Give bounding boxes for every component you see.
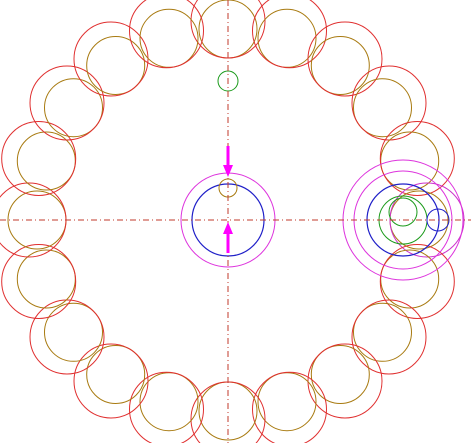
arrow-up-head	[223, 222, 233, 234]
arrow-down-head	[223, 165, 233, 177]
ring-inner-circle-7	[380, 249, 440, 309]
ring-inner-circle-13	[86, 345, 146, 404]
ring-outer-circle-10	[252, 371, 327, 443]
ring-inner-circle-10	[257, 372, 317, 432]
ring-inner-circle-17	[16, 131, 76, 191]
ring-outer-circle-19	[73, 21, 149, 97]
ring-outer-circle-3	[307, 21, 383, 97]
ring-inner-circle-18	[44, 78, 103, 138]
ring-inner-circle-19	[86, 36, 146, 95]
ring-outer-circle-9	[307, 343, 383, 419]
ring-outer-circle-8	[351, 299, 427, 375]
ring-outer-circle-4	[351, 65, 427, 141]
ring-inner-circle-12	[139, 372, 199, 432]
ring-outer-circle-13	[73, 343, 149, 419]
ring-inner-circle-8	[353, 302, 412, 362]
arrows	[223, 146, 233, 253]
ring-inner-circle-3	[310, 36, 370, 95]
ring-outer-circle-7	[379, 244, 455, 319]
ring-outer-circle-17	[1, 121, 77, 196]
right-small-green-circle	[388, 197, 418, 227]
ring-outer-circle-5	[379, 121, 455, 196]
ring-inner-circle-2	[257, 8, 317, 68]
ring-outer-circle-14	[29, 299, 105, 375]
right-small-blue-circle	[426, 208, 450, 232]
ring-inner-circle-20	[139, 8, 199, 68]
ring-inner-circle-4	[353, 78, 412, 138]
ring-inner-circle-5	[380, 131, 440, 191]
ring-inner-circle-14	[44, 302, 103, 362]
ring-outer-circle-15	[1, 244, 77, 319]
ring-outer-circle-18	[29, 65, 105, 141]
ring-outer-circle-2	[252, 0, 327, 69]
ring-inner-circle-15	[16, 249, 76, 309]
ring-inner-circle-9	[310, 345, 370, 404]
ring-outer-circle-20	[129, 0, 204, 69]
ring-outer-circle-12	[129, 371, 204, 443]
